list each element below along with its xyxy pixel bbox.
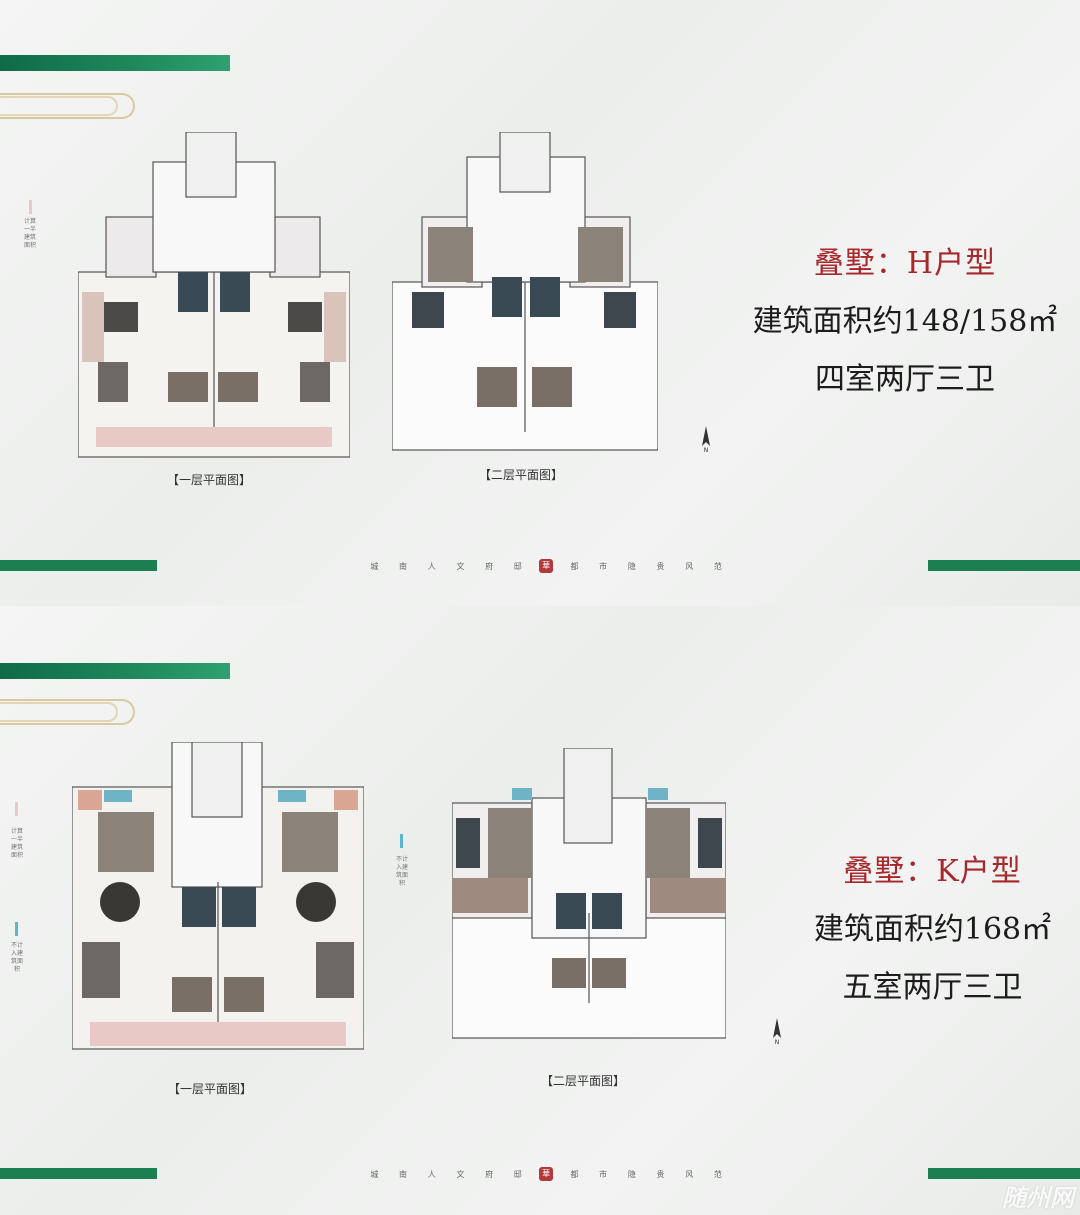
side-note-2: 不计入建筑面积: [11, 942, 24, 973]
first-floor-plan: [72, 742, 364, 1050]
slogan-char: 人: [427, 1169, 436, 1179]
slogan-char: 南: [399, 1169, 408, 1179]
slogan-char: 府: [485, 561, 494, 571]
side-note-3: 不计入建筑面积: [396, 856, 409, 887]
plan-label-2f: 【二层平面图】: [541, 1074, 626, 1088]
footer-bar-right: [928, 1168, 1080, 1179]
corner-stripe: [0, 55, 230, 71]
slogan-char: 南: [399, 561, 408, 571]
corner-stripe: [0, 663, 230, 679]
slogan-char: 市: [599, 561, 608, 571]
side-note: 计算一半建筑面积: [24, 218, 37, 249]
slogan-char: 文: [456, 1169, 465, 1179]
corner-ornament-inner: [0, 96, 118, 116]
footer-bar-left: [0, 1168, 157, 1179]
second-floor-plan: [452, 748, 726, 1039]
slogan: 城 南 人 文 府 邸 華 都 市 隐 贵 风 范: [360, 559, 732, 573]
slogan-char: 风: [685, 1169, 694, 1179]
slogan-char: 人: [427, 561, 436, 571]
side-color-mark: [15, 802, 18, 816]
second-floor-plan: [392, 132, 658, 451]
unit-area: 建筑面积约168㎡: [813, 912, 1052, 947]
corner-ornament-inner: [0, 702, 118, 722]
slogan-char: 市: [599, 1169, 608, 1179]
slogan-seal: 華: [539, 1167, 554, 1181]
slogan-char: 府: [485, 1169, 494, 1179]
corner-ornament: [0, 93, 135, 119]
slogan-char: 城: [370, 1169, 379, 1179]
north-arrow-icon: N: [702, 426, 710, 452]
unit-area: 建筑面积约148/158㎡: [752, 304, 1058, 339]
plan-label-1f: 【一层平面图】: [168, 1082, 253, 1096]
floorplan-panel-h: 计算一半建筑面积 【一层平面图】 【二层平面: [0, 0, 1080, 606]
slogan-char: 隐: [627, 561, 636, 571]
slogan-char: 范: [713, 1169, 722, 1179]
slogan-char: 文: [456, 561, 465, 571]
footer-bar-right: [928, 560, 1080, 571]
slogan-char: 范: [713, 561, 722, 571]
slogan-seal: 華: [539, 559, 554, 573]
corner-ornament: [0, 699, 135, 725]
plan-label-1f: 【一层平面图】: [167, 473, 252, 487]
slogan-char: 城: [370, 561, 379, 571]
slogan-char: 风: [685, 561, 694, 571]
unit-rooms: 五室两厅三卫: [842, 970, 1023, 1005]
unit-info-h: 叠墅：H户型 建筑面积约148/158㎡ 四室两厅三卫: [745, 238, 1065, 398]
slogan-char: 邸: [513, 561, 522, 571]
slogan-char: 都: [570, 561, 579, 571]
slogan-char: 都: [570, 1169, 579, 1179]
side-color-mark: [29, 200, 32, 214]
side-color-mark-blue: [15, 922, 18, 936]
svg-text:N: N: [775, 1039, 780, 1044]
footer-bar-left: [0, 560, 157, 571]
slogan-char: 邸: [513, 1169, 522, 1179]
slogan-char: 隐: [627, 1169, 636, 1179]
svg-text:N: N: [704, 447, 709, 452]
side-note: 计算一半建筑面积: [11, 828, 24, 859]
north-arrow-icon: N: [773, 1018, 781, 1044]
unit-rooms: 四室两厅三卫: [815, 362, 995, 397]
watermark: 随州网: [1002, 1184, 1074, 1212]
slogan-char: 贵: [656, 561, 665, 571]
first-floor-plan: [78, 132, 350, 458]
plan-label-2f: 【二层平面图】: [479, 468, 564, 482]
unit-info-k: 叠墅：K户型 建筑面积约168㎡ 五室两厅三卫: [800, 846, 1065, 1006]
unit-type-title: 叠墅：K户型: [843, 854, 1022, 889]
floorplan-panel-k: 计算一半建筑面积 不计入建筑面积 不计入建筑面积 【一层平面图】: [0, 606, 1080, 1215]
unit-type-title: 叠墅：H户型: [813, 246, 997, 281]
slogan-char: 贵: [656, 1169, 665, 1179]
side-color-mark-blue: [400, 834, 403, 848]
slogan: 城 南 人 文 府 邸 華 都 市 隐 贵 风 范: [360, 1167, 732, 1181]
